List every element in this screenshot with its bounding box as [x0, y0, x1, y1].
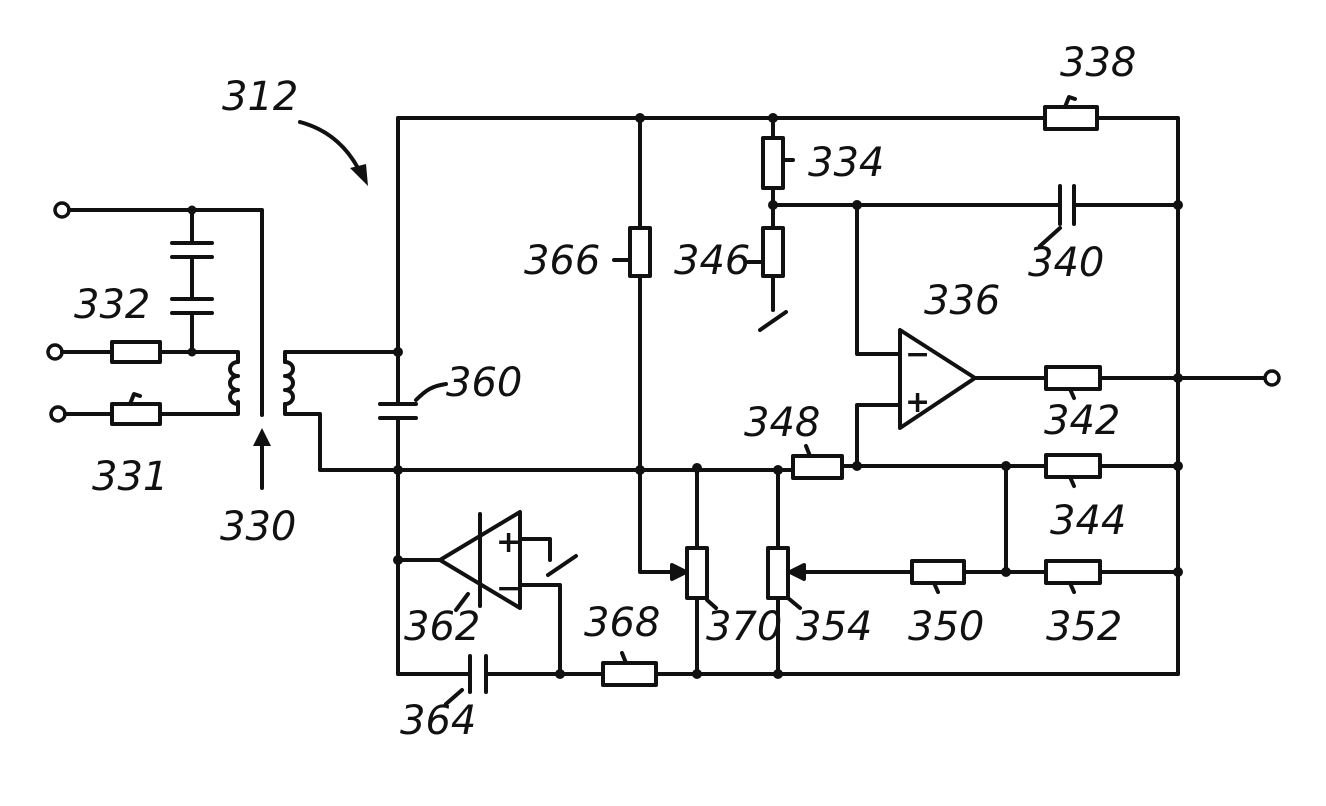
label-352: 352 — [1046, 604, 1122, 650]
label-348: 348 — [744, 400, 820, 446]
label-344: 344 — [1050, 498, 1126, 544]
label-370: 370 — [706, 604, 782, 650]
label-340: 340 — [1028, 240, 1104, 286]
label-336: 336 — [924, 278, 1000, 324]
label-330: 330 — [220, 504, 296, 550]
ground-symbol — [546, 554, 578, 577]
ground-symbol — [758, 310, 788, 332]
input-capacitor-pair — [170, 241, 214, 315]
label-346: 346 — [674, 238, 750, 284]
resistor-348 — [791, 454, 844, 480]
label-312: 312 — [222, 74, 298, 120]
junction-dots — [393, 113, 1183, 679]
main-wiring — [396, 116, 1270, 676]
resistor-338 — [1043, 105, 1099, 131]
opamp-362-minus-sign: − — [496, 571, 521, 606]
junction-dot — [187, 205, 197, 215]
resistor-342 — [1044, 365, 1102, 391]
resistor-350 — [910, 559, 966, 585]
label-354: 354 — [796, 604, 872, 650]
leader-340 — [1038, 226, 1062, 248]
opamp-336: − + — [898, 328, 977, 430]
label-360: 360 — [446, 360, 522, 406]
resistor-368 — [601, 661, 658, 687]
label-362: 362 — [404, 604, 480, 650]
opamp-362-plus-sign: + — [496, 525, 521, 560]
label-366: 366 — [524, 238, 600, 284]
input-terminal-bottom — [49, 405, 67, 423]
resistor-346 — [761, 226, 785, 278]
resistor-332 — [110, 340, 162, 364]
resistor-331 — [110, 402, 162, 426]
arrowhead-330 — [253, 428, 271, 446]
opamp-336-plus-sign: + — [905, 385, 930, 420]
arrowhead-312 — [350, 164, 368, 186]
label-332: 332 — [74, 282, 150, 328]
input-terminal-top — [53, 201, 71, 219]
label-338: 338 — [1060, 40, 1136, 86]
leader-362 — [454, 592, 470, 612]
input-terminal-middle — [46, 343, 64, 361]
leader-364 — [444, 688, 464, 706]
capacitor-360 — [378, 402, 418, 420]
label-331: 331 — [92, 454, 168, 500]
input-wiring — [60, 208, 264, 417]
label-364: 364 — [400, 698, 476, 744]
resistor-366 — [628, 226, 652, 278]
transformer-330 — [228, 350, 400, 472]
label-334: 334 — [808, 140, 884, 186]
opamp-336-minus-sign: − — [905, 337, 930, 372]
opamp-362: + − — [438, 510, 522, 610]
potentiometer-370 — [670, 546, 718, 610]
capacitor-364 — [468, 654, 488, 694]
resistor-334 — [761, 136, 785, 190]
resistor-352 — [1044, 559, 1102, 585]
resistor-344 — [1044, 453, 1102, 479]
label-350: 350 — [908, 604, 984, 650]
capacitor-340 — [1058, 184, 1076, 226]
output-terminal — [1263, 369, 1281, 387]
junction-dot — [187, 347, 197, 357]
potentiometer-354 — [766, 546, 806, 610]
label-342: 342 — [1044, 398, 1120, 444]
reference-labels: 312 338 334 340 366 346 336 332 360 342 … — [74, 40, 1136, 744]
label-368: 368 — [584, 600, 660, 646]
input-terminals — [46, 201, 71, 423]
